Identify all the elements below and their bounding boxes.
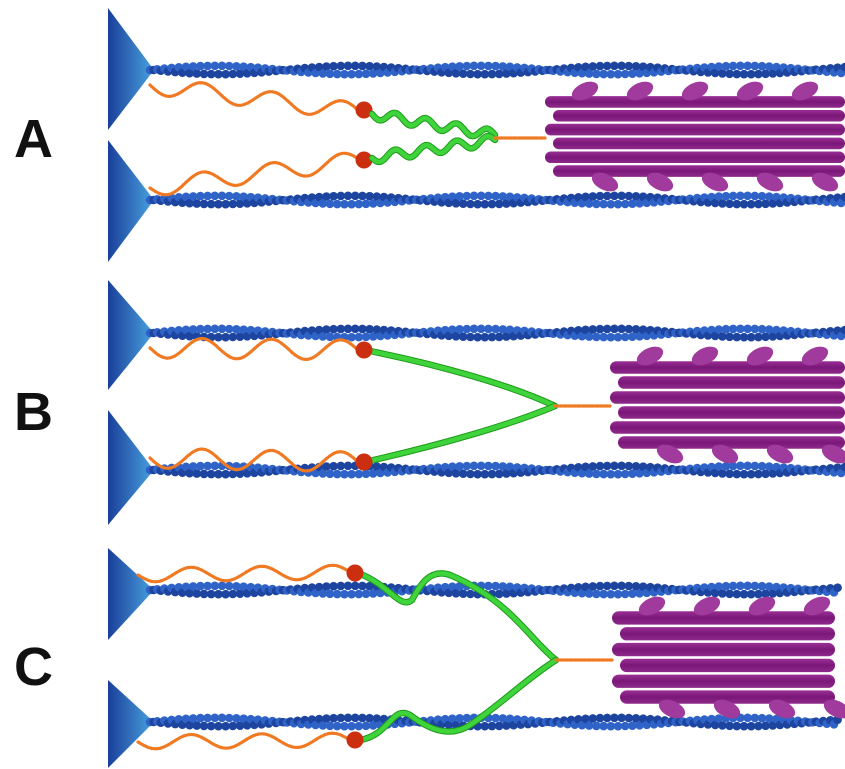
myosin-head (746, 346, 774, 366)
panel-a (108, 8, 845, 262)
actin-filament-bottom (145, 191, 845, 209)
anchor-bead-upper (355, 341, 373, 359)
myosin-head (681, 81, 709, 101)
z-disc-bottom (108, 410, 154, 525)
myosin-head (791, 81, 819, 101)
z-disc-bottom (108, 140, 154, 262)
myosin-head (571, 81, 599, 101)
panel-b (108, 280, 845, 525)
anchor-bead-lower (346, 731, 364, 749)
linker-upper (369, 110, 498, 139)
linker-upper-outline (361, 346, 559, 410)
titin-strand-lower (148, 151, 362, 197)
myosin-head (823, 699, 845, 719)
titin-strand-lower (148, 447, 360, 473)
thick-filament (612, 596, 845, 719)
actin-filament-top (145, 61, 845, 79)
myosin-head (656, 444, 684, 464)
z-disc-top (108, 548, 154, 640)
myosin-head (736, 81, 764, 101)
linker-lower (362, 403, 558, 465)
myosin-head (638, 596, 666, 616)
titin-strand-lower (136, 731, 352, 751)
myosin-head (711, 444, 739, 464)
anchor-bead-lower (355, 151, 373, 169)
actin-filament-top (145, 324, 845, 342)
myosin-head (691, 346, 719, 366)
linker-upper (362, 347, 558, 409)
myosin-head (768, 699, 796, 719)
linker-upper (355, 570, 559, 663)
myosin-head (748, 596, 776, 616)
panel-label-b: B (14, 382, 53, 442)
myosin-head (591, 172, 619, 192)
myosin-head (811, 172, 839, 192)
z-disc-bottom (108, 680, 154, 768)
thick-filament (610, 346, 845, 464)
myosin-head (756, 172, 784, 192)
myosin-head (646, 172, 674, 192)
myosin-head (801, 346, 829, 366)
titin-strand-upper (136, 563, 352, 584)
linker-lower (357, 657, 559, 743)
myosin-head (636, 346, 664, 366)
anchor-bead-upper (346, 564, 364, 582)
anchor-bead-upper (355, 101, 373, 119)
myosin-head (713, 699, 741, 719)
panel-label-c: C (14, 637, 53, 697)
titin-strand-upper (148, 336, 360, 362)
panel-c (108, 548, 845, 768)
anchor-bead-lower (355, 453, 373, 471)
actin-filament-top (145, 581, 842, 599)
panel-label-a: A (14, 109, 53, 169)
linker-lower (369, 133, 498, 165)
titin-strand-upper (148, 81, 362, 116)
myosin-head (658, 699, 686, 719)
myosin-head (693, 596, 721, 616)
myosin-head (821, 444, 845, 464)
myosin-head (766, 444, 794, 464)
z-disc-top (108, 8, 154, 130)
thick-filament (545, 81, 845, 192)
myosin-head (626, 81, 654, 101)
z-disc-top (108, 280, 154, 390)
myosin-head (803, 596, 831, 616)
myosin-head (701, 172, 729, 192)
